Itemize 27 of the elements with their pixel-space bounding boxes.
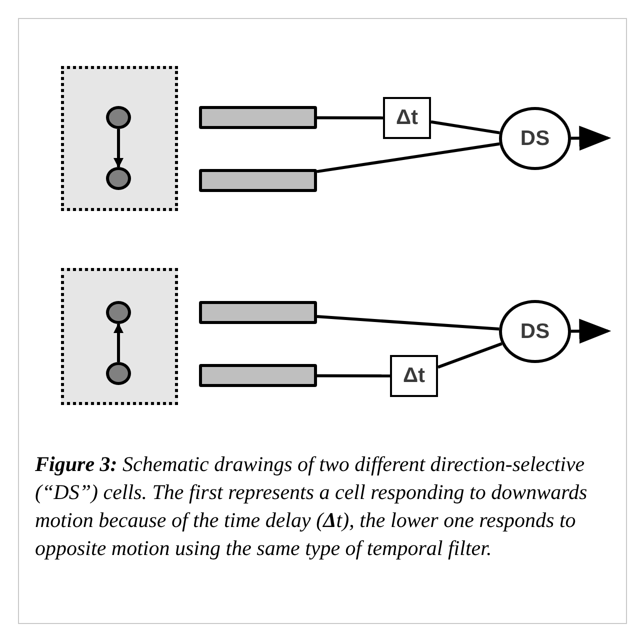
arrow	[570, 318, 610, 344]
node-label: DS	[520, 126, 550, 150]
photoreceptor-dot	[106, 167, 131, 190]
arrow	[570, 126, 610, 151]
input-bar	[199, 301, 317, 324]
input-bar	[199, 106, 317, 129]
delay-box	[383, 97, 431, 139]
arrow	[114, 129, 124, 168]
connector-line	[437, 342, 502, 369]
connector-line	[317, 374, 390, 378]
photoreceptor-dot	[106, 301, 131, 324]
node-label: Δt	[402, 364, 426, 388]
receptive-field-box	[61, 66, 178, 211]
photoreceptor-dot	[106, 362, 131, 385]
delay-box	[390, 355, 438, 397]
node-label: DS	[520, 320, 550, 344]
connector-line	[316, 142, 500, 174]
node-label: Δt	[396, 106, 418, 130]
connector-line	[430, 120, 500, 134]
connector-line	[316, 315, 500, 331]
receptive-field-box	[61, 268, 178, 405]
input-bar	[199, 364, 317, 387]
input-bar	[199, 169, 317, 192]
connector-line	[317, 116, 383, 120]
arrow	[114, 323, 124, 362]
figure-caption: Figure 3: Schematic drawings of two different direction-selective (“DS”) cells. The first represents a cell responding to downwards motion because of the time delay (Δt), the lower one responds to opposite motion using the same type of temporal filter.	[35, 451, 588, 562]
photoreceptor-dot	[106, 106, 131, 129]
